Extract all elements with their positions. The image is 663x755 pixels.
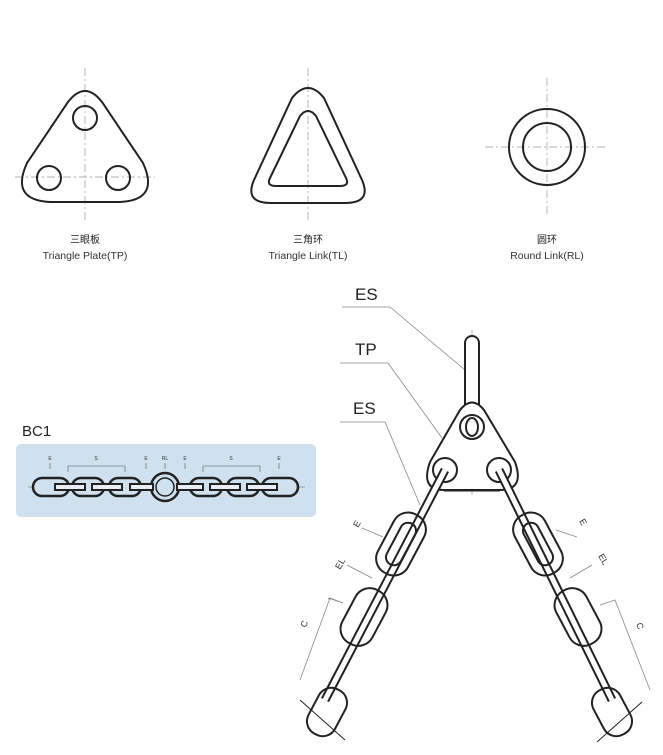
round-link-drawing <box>485 78 605 215</box>
triangle-link-label-en: Triangle Link(TL) <box>269 250 348 262</box>
callout-tp: TP <box>355 340 377 359</box>
left-label-c: C <box>298 619 310 629</box>
bc1-label-e-4: E <box>277 456 281 462</box>
callout-es-top: ES <box>355 285 378 304</box>
round-link-label-cn: 圆环 <box>537 234 557 246</box>
callout-es-leg: ES <box>353 399 376 418</box>
triangle-plate-label-cn: 三眼板 <box>70 233 100 246</box>
bc1-chain <box>28 463 305 503</box>
bc1-label-e-1: E <box>48 456 52 462</box>
left-label-e: E <box>351 519 363 529</box>
right-label-e: E <box>577 517 589 527</box>
triangle-link-drawing <box>250 68 366 222</box>
triangle-link-label-cn: 三角环 <box>293 234 323 246</box>
bc1-label-s-1: S <box>94 456 98 462</box>
bc1-label-e-2: E <box>144 456 148 462</box>
right-label-c: C <box>634 621 646 631</box>
left-label-el: EL <box>333 556 347 571</box>
bc1-title: BC1 <box>22 423 51 440</box>
triangle-plate-drawing <box>15 68 155 222</box>
sling-assembly-drawing <box>299 306 651 743</box>
bc1-label-s-2: S <box>229 456 233 462</box>
bc1-label-e-3: E <box>183 456 187 462</box>
round-link-label-en: Round Link(RL) <box>510 250 584 262</box>
triangle-plate-label-en: Triangle Plate(TP) <box>43 250 128 262</box>
right-label-el: EL <box>596 552 610 567</box>
bc1-label-rl: RL <box>162 456 169 462</box>
